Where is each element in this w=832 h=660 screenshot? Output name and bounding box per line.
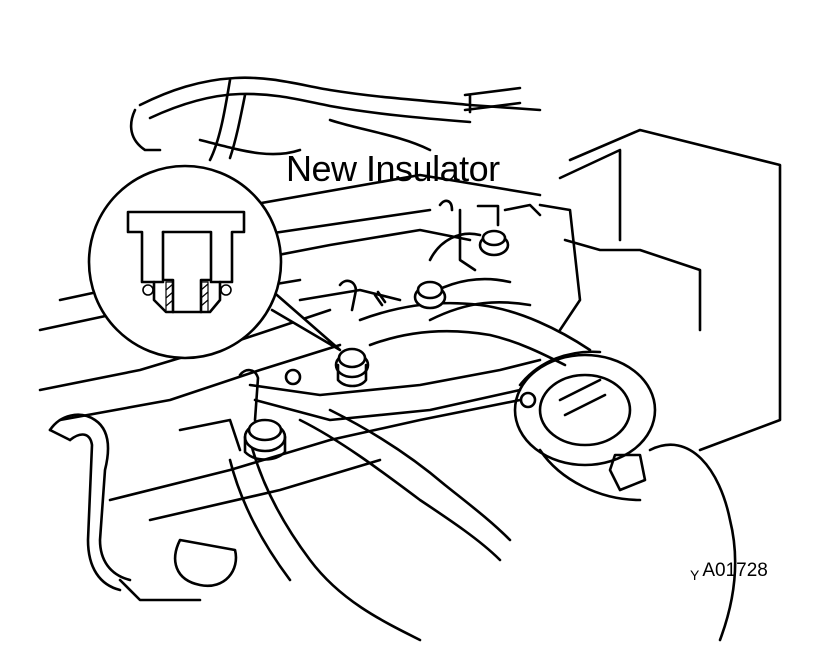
insulator-cross-section [126,210,246,314]
callout-leader [260,280,342,352]
callout-label: New Insulator [286,148,500,189]
right-housing [538,128,782,452]
figure-code-prefix: Y [690,567,700,583]
center-hoses [228,232,592,642]
lower-pulley [513,350,737,642]
insulator-seats [243,229,510,461]
upper-hoses [129,76,542,162]
figure-code-number: A01728 [702,560,768,581]
bolts-brackets [238,199,542,422]
detail-magnifier [87,164,283,360]
left-pipe [48,413,242,602]
